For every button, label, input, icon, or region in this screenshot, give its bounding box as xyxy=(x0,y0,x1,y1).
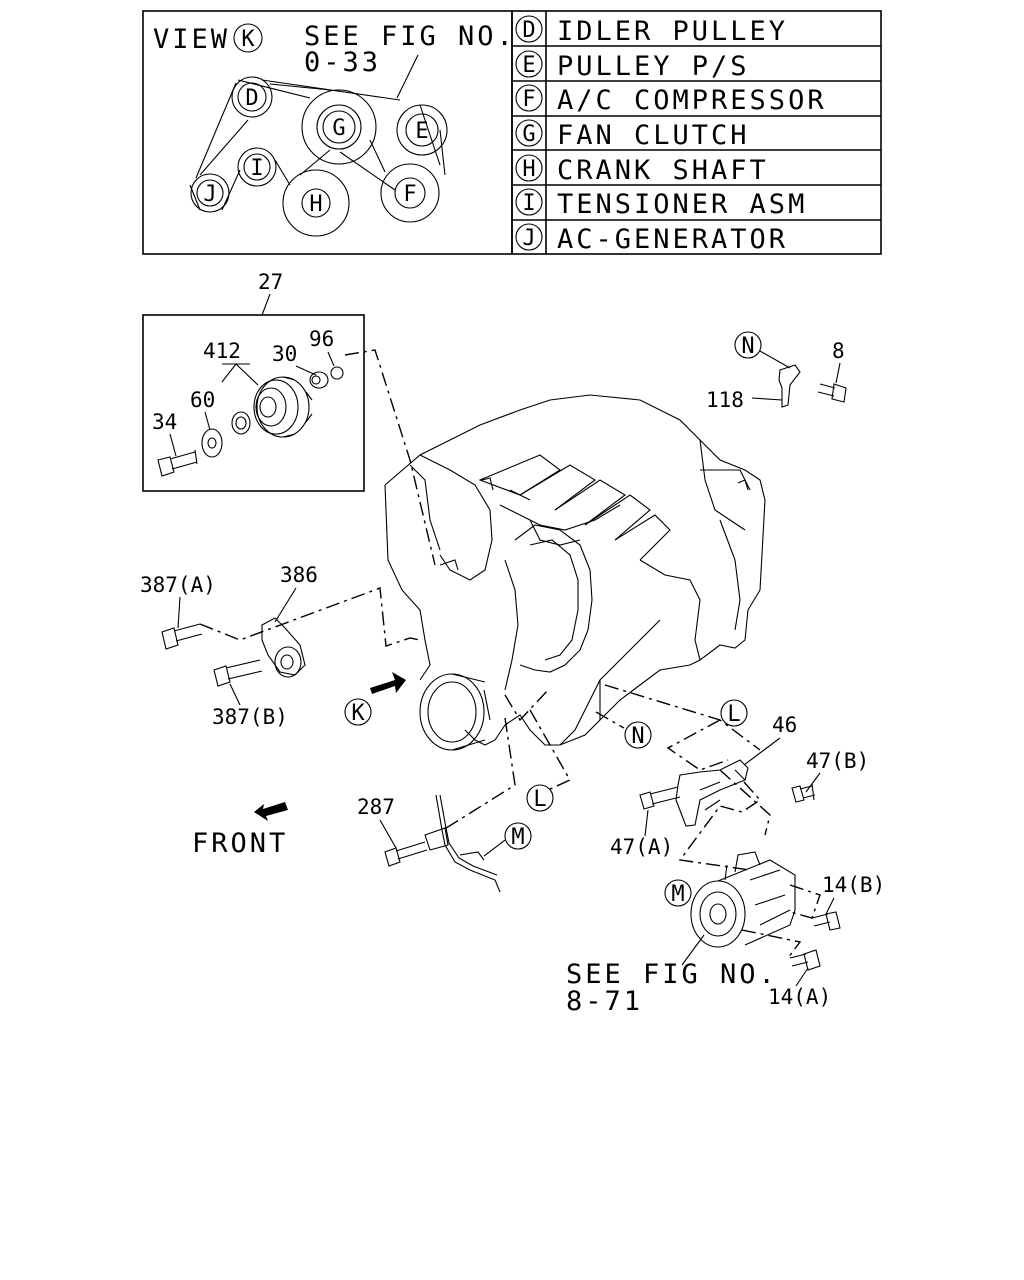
tensioner-group: 387(A) 386 387(B) xyxy=(140,349,436,729)
svg-text:G: G xyxy=(332,116,345,141)
pulley-j: J xyxy=(190,173,230,213)
marker-l-left: L xyxy=(533,787,546,812)
view-k-arrow: K xyxy=(344,672,406,726)
front-label: FRONT xyxy=(192,828,288,859)
svg-text:CRANK SHAFT: CRANK SHAFT xyxy=(557,155,769,186)
part-34-label: 34 xyxy=(152,410,177,434)
marker-l-right: L xyxy=(727,702,740,727)
part-8-label: 8 xyxy=(832,339,845,363)
part-46-label: 46 xyxy=(772,713,797,737)
svg-text:E: E xyxy=(522,53,535,78)
svg-text:IDLER PULLEY: IDLER PULLEY xyxy=(557,16,788,47)
marker-k: K xyxy=(351,701,365,726)
see-fig-bottom-line2: 8-71 xyxy=(566,986,643,1017)
part-118-label: 118 xyxy=(706,388,744,412)
marker-m-right: M xyxy=(671,882,684,907)
part-387b-label: 387(B) xyxy=(212,705,288,729)
compressor-group: N L 46 47(B) 47(A) M 14(B) 14(A) xyxy=(566,684,885,1017)
part-14b-label: 14(B) xyxy=(822,873,885,897)
svg-text:A/C COMPRESSOR: A/C COMPRESSOR xyxy=(557,85,827,116)
part-387a-label: 387(A) xyxy=(140,573,216,597)
marker-m-left: M xyxy=(511,825,524,850)
cable-bracket-group: L 287 M xyxy=(357,689,571,893)
svg-text:J: J xyxy=(522,226,535,251)
svg-text:D: D xyxy=(245,86,258,111)
svg-text:D: D xyxy=(522,18,535,43)
see-fig-bottom-line1: SEE FIG NO. xyxy=(566,959,778,990)
svg-text:I: I xyxy=(250,156,263,181)
svg-text:H: H xyxy=(522,157,535,182)
svg-text:TENSIONER ASM: TENSIONER ASM xyxy=(557,189,807,220)
part-27-label: 27 xyxy=(258,270,283,294)
part-47b-label: 47(B) xyxy=(806,749,869,773)
see-fig-top-leader xyxy=(396,54,419,99)
part-14a-label: 14(A) xyxy=(768,985,831,1009)
legend-row-f: F A/C COMPRESSOR xyxy=(515,84,827,116)
belt-routing-view: VIEW K SEE FIG NO. 0-33 D G E I xyxy=(142,10,516,255)
pulley-i: I xyxy=(237,147,277,187)
part-30-label: 30 xyxy=(272,342,297,366)
view-label: VIEW xyxy=(153,24,230,55)
part-386-label: 386 xyxy=(280,563,318,587)
idler-pulley-detail: 27 412 30 96 60 34 xyxy=(142,270,365,492)
legend-row-i: I TENSIONER ASM xyxy=(515,188,807,220)
part-96-label: 96 xyxy=(309,327,334,351)
ac-compressor xyxy=(690,880,746,948)
pulley-g: G xyxy=(301,89,377,165)
front-indicator: FRONT xyxy=(192,802,288,859)
svg-text:AC-GENERATOR: AC-GENERATOR xyxy=(557,224,788,255)
part-412-label: 412 xyxy=(203,339,241,363)
marker-n-top: N xyxy=(741,334,754,359)
view-marker-circle xyxy=(233,23,263,53)
svg-text:I: I xyxy=(522,191,535,216)
pulley-f: F xyxy=(380,163,440,223)
svg-text:FAN CLUTCH: FAN CLUTCH xyxy=(557,120,750,151)
part-287-label: 287 xyxy=(357,795,395,819)
legend-row-g: G FAN CLUTCH xyxy=(515,119,750,151)
belt-outline xyxy=(189,79,446,211)
svg-text:F: F xyxy=(522,87,535,112)
svg-text:H: H xyxy=(309,192,322,217)
pulley-e: E xyxy=(396,104,448,156)
bracket-118-group: N 8 118 xyxy=(706,331,847,412)
svg-text:F: F xyxy=(403,182,416,207)
crank-pulley xyxy=(419,673,485,751)
part-47a-label: 47(A) xyxy=(610,835,673,859)
legend-row-j: J AC-GENERATOR xyxy=(515,223,788,255)
see-fig-top-line1: SEE FIG NO. xyxy=(304,21,516,52)
pulley-legend: D IDLER PULLEY E PULLEY P/S F A/C COMPRE… xyxy=(511,10,882,255)
view-marker-letter: K xyxy=(241,27,255,52)
part-60-label: 60 xyxy=(190,388,215,412)
marker-n-mid: N xyxy=(631,724,644,749)
pulley-d: D xyxy=(231,76,273,118)
legend-row-e: E PULLEY P/S xyxy=(515,50,750,82)
svg-text:E: E xyxy=(415,119,428,144)
svg-text:J: J xyxy=(203,182,216,207)
svg-text:PULLEY P/S: PULLEY P/S xyxy=(557,51,750,82)
pulley-h: H xyxy=(282,169,350,237)
legend-row-h: H CRANK SHAFT xyxy=(515,154,769,186)
see-fig-top-line2: 0-33 xyxy=(304,47,381,78)
svg-text:G: G xyxy=(522,122,535,147)
engine-block xyxy=(384,394,766,751)
legend-row-d: D IDLER PULLEY xyxy=(515,15,788,47)
